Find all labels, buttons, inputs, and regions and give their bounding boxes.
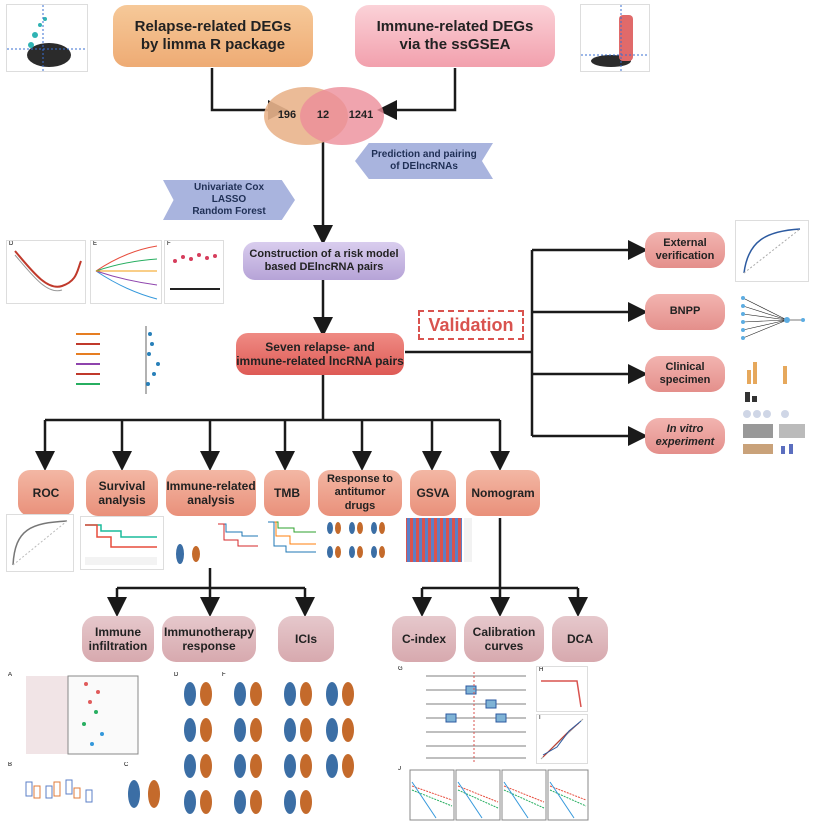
- panel-letter-i: I: [539, 715, 541, 721]
- antitumor-drugs-box: Response to antitumor drugs: [318, 470, 402, 516]
- immune-degs-box: Immune-related DEGs via the ssGSEA: [355, 5, 555, 67]
- construction-risk-model-box: Construction of a risk model based DElnc…: [243, 242, 405, 280]
- calibration-thumbnail: I: [536, 714, 588, 764]
- lasso-path-thumbnail: E: [90, 240, 162, 304]
- calibration-curves-box: Calibration curves: [464, 616, 544, 662]
- random-forest-thumbnail: F: [164, 240, 224, 304]
- panel-letter-c: C: [124, 762, 129, 768]
- dca-box: DCA: [552, 616, 608, 662]
- c-index-thumbnail: H: [536, 666, 588, 712]
- roc-box: ROC: [18, 470, 74, 516]
- c-index-box: C-index: [392, 616, 456, 662]
- immune-infiltration-box: Immune infiltration: [82, 616, 154, 662]
- tmb-box: TMB: [264, 470, 310, 516]
- gsva-box: GSVA: [410, 470, 456, 516]
- prediction-pairing-banner: Prediction and pairing of DElncRNAs: [355, 143, 493, 179]
- external-roc-thumbnail: [735, 220, 809, 282]
- roc-curve-thumbnail: [6, 514, 74, 572]
- methods-banner: Univariate Cox LASSO Random Forest: [163, 180, 295, 220]
- external-verification-box: External verification: [645, 232, 725, 268]
- volcano-plot-2-thumbnail: [580, 4, 650, 72]
- relapse-degs-box: Relapse-related DEGs by limma R package: [113, 5, 313, 67]
- panel-letter-f: F: [167, 241, 171, 247]
- violin-grid-thumbnail: D F: [172, 672, 358, 826]
- panel-letter-d-violin: D: [174, 672, 179, 678]
- venn-left-count: 196: [277, 109, 297, 122]
- venn-right-count: 1241: [348, 109, 374, 122]
- validation-label: Validation: [418, 310, 524, 340]
- drug-response-thumbnail: [322, 516, 402, 568]
- panel-letter-h: H: [539, 667, 544, 673]
- immunotherapy-response-box: Immunotherapy response: [162, 616, 256, 662]
- immune-infiltration-thumbnail: A: [6, 672, 156, 758]
- bnpp-network-thumbnail: [737, 292, 809, 348]
- bnpp-box: BNPP: [645, 294, 725, 330]
- panel-letter-a: A: [8, 672, 13, 678]
- boxplot-thumbnail: B C: [6, 762, 166, 826]
- survival-curve-thumbnail: [80, 516, 164, 570]
- venn-diagram: [264, 87, 384, 145]
- nomogram-thumbnail: G: [396, 666, 532, 766]
- venn-middle-count: 12: [316, 109, 330, 122]
- panel-letter-d-top: D: [9, 241, 14, 247]
- gsva-heatmap-thumbnail: [404, 516, 474, 564]
- immune-related-analysis-box: Immune-related analysis: [166, 470, 256, 516]
- panel-letter-g: G: [398, 666, 403, 672]
- volcano-plot-thumbnail: [6, 4, 88, 72]
- panel-letter-j: J: [398, 766, 401, 772]
- dca-thumbnail: J: [396, 766, 592, 826]
- clinical-and-vitro-thumbnail: [737, 352, 811, 464]
- lasso-cv-thumbnail: D: [6, 240, 86, 304]
- immune-analysis-thumbnail: [166, 516, 262, 568]
- panel-letter-f-violin: F: [222, 672, 226, 678]
- nomogram-box: Nomogram: [466, 470, 540, 516]
- clinical-specimen-box: Clinical specimen: [645, 356, 725, 392]
- survival-analysis-box: Survival analysis: [86, 470, 158, 516]
- seven-lncrna-pairs-box: Seven relapse- and immune-related lncRNA…: [236, 333, 404, 375]
- forest-plot-thumbnail: [70, 322, 162, 400]
- panel-letter-e: E: [93, 241, 98, 247]
- tmb-thumbnail: [264, 516, 320, 568]
- in-vitro-experiment-box: In vitro experiment: [645, 418, 725, 454]
- panel-letter-b: B: [8, 762, 13, 768]
- icis-box: ICIs: [278, 616, 334, 662]
